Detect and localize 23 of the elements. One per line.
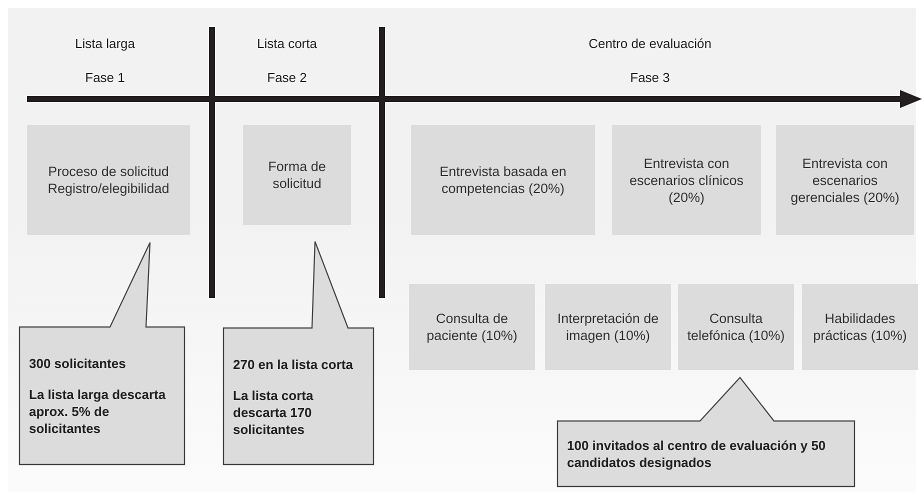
stage-label: Lista larga — [75, 36, 135, 51]
speech-callout — [19, 242, 185, 465]
callout-text: 270 en la lista corta — [233, 356, 354, 372]
assessment-box: Entrevista basada en competencias (20%) — [411, 125, 595, 235]
assessment-box: Consulta telefónica (10%) — [678, 284, 794, 370]
stage-label: Lista corta — [257, 36, 317, 51]
phase-label: Fase 2 — [267, 70, 307, 85]
callout-text: 100 invitados al centro de evaluación y 50 candidatos designados — [567, 437, 827, 471]
speech-callout — [223, 241, 374, 465]
assessment-box: Habilidades prácticas (10%) — [802, 284, 918, 370]
callout-text: 300 solicitantes — [29, 355, 127, 372]
assessment-box: Proceso de solicitud Registro/elegibilidad — [27, 125, 190, 235]
assessment-box: Forma de solicitud — [243, 125, 351, 225]
phase-label: Fase 3 — [630, 70, 670, 85]
callout-text: La lista larga descarta aprox. 5% de solicitantes — [29, 386, 167, 437]
assessment-box: Entrevista con escenarios clínicos (20%) — [612, 125, 761, 235]
stage-label: Centro de evaluación — [588, 36, 712, 51]
assessment-box: Entrevista con escenarios gerenciales (20%) — [776, 125, 914, 235]
assessment-box: Interpretación de imagen (10%) — [545, 284, 671, 370]
speech-callout — [557, 377, 855, 487]
callout-text: La lista corta descarta 170 solicitantes — [233, 386, 314, 438]
assessment-box: Consulta de paciente (10%) — [409, 284, 535, 370]
phase-label: Fase 1 — [85, 70, 125, 85]
